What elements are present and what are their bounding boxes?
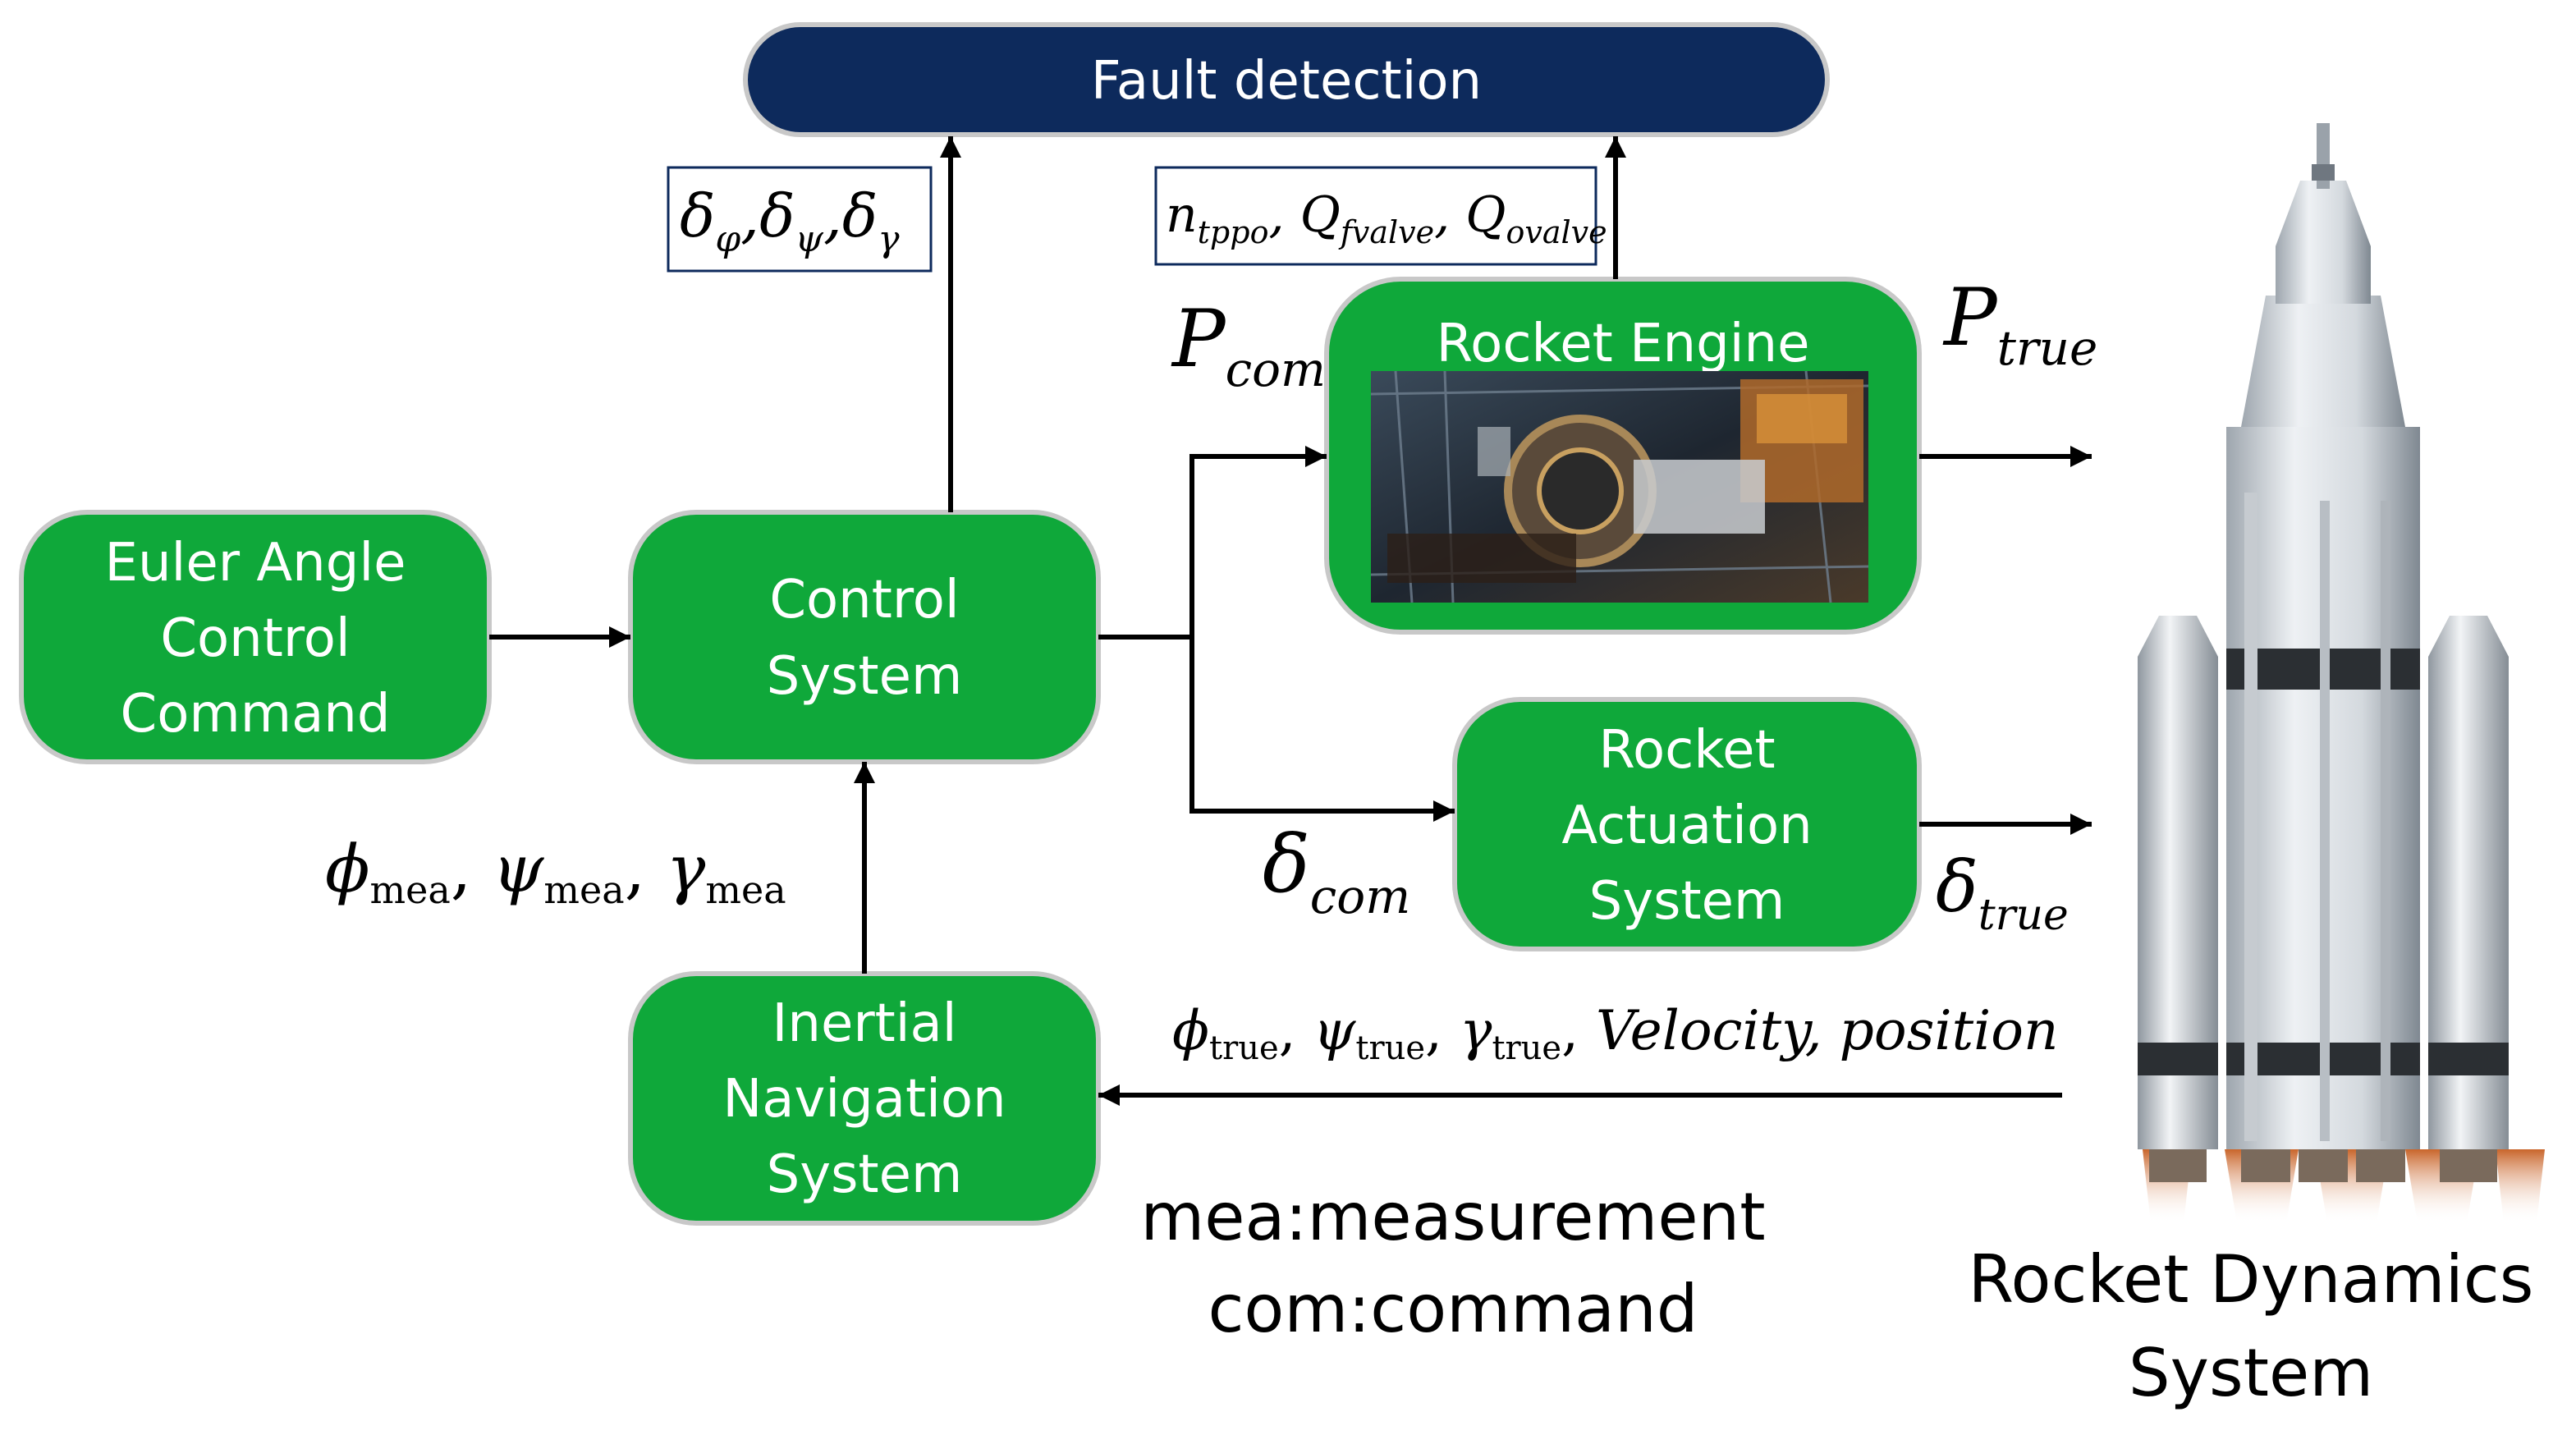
delta-phi-symbol: δ	[680, 181, 715, 250]
actuation-label-1: Rocket	[1598, 720, 1775, 781]
p-com-symbol: P	[1171, 293, 1226, 385]
n-symbol: n	[1166, 186, 1198, 244]
ins-label-1: Inertial	[772, 993, 957, 1054]
legend-mea: mea:measurement	[1140, 1179, 1765, 1255]
delta-gamma-symbol: δ	[842, 181, 878, 250]
inertial-navigation-block: Inertial Navigation System	[628, 971, 1101, 1226]
delta-com-label: δcom	[1263, 818, 1410, 924]
deflection-signals: δφ,δψ,δγ	[667, 166, 933, 273]
gamma-true-sub: true	[1492, 1029, 1561, 1067]
gamma-mea-sub: mea	[705, 868, 786, 912]
gamma-mea-symbol: γ	[667, 831, 706, 907]
qo-sub: ovalve	[1506, 214, 1607, 250]
measured-angles: ϕmea, ψmea, γmea	[325, 831, 786, 912]
delta-phi-sub: φ	[715, 218, 740, 260]
arrow-control-to-engine	[1098, 446, 1327, 640]
rocket-engine-photo	[1370, 370, 1869, 603]
control-system-block: Control System	[628, 510, 1101, 764]
phi-mea-symbol: ϕ	[325, 831, 370, 907]
phi-true-sub: true	[1209, 1029, 1279, 1067]
delta-true-label: δtrue	[1936, 846, 2069, 940]
velocity-position: Velocity, position	[1596, 999, 2058, 1062]
p-com-label: Pcom	[1171, 293, 1326, 397]
n-sub: tppo	[1198, 214, 1269, 250]
gamma-true-symbol: γ	[1460, 999, 1492, 1062]
svg-text:δφ,δψ,δγ: δφ,δψ,δγ	[680, 181, 900, 260]
delta-com-symbol: δ	[1263, 818, 1310, 910]
engine-signals: ntppo, Qfvalve, Qovalve	[1154, 166, 1607, 266]
arrow-control-to-actuation	[1189, 637, 1455, 822]
delta-psi-symbol: δ	[759, 181, 795, 250]
delta-psi-sub: ψ	[795, 218, 823, 260]
euler-label-2: Control	[160, 608, 350, 669]
p-true-symbol: P	[1942, 272, 1998, 364]
fault-detection-block: Fault detection	[743, 22, 1830, 137]
true-states: ϕtrue, ψtrue, γtrue, Velocity, position	[1172, 999, 2058, 1067]
rocket-actuation-block: Rocket Actuation System	[1452, 697, 1922, 951]
psi-true-sub: true	[1355, 1029, 1425, 1067]
control-label-2: System	[767, 646, 963, 707]
euler-label-1: Euler Angle	[105, 533, 406, 594]
control-label-1: Control	[769, 570, 959, 630]
phi-mea-sub: mea	[370, 868, 451, 912]
connectors	[489, 136, 2092, 1106]
delta-true-sub: true	[1978, 891, 2069, 940]
psi-mea-symbol: ψ	[493, 831, 545, 907]
phi-true-symbol: ϕ	[1172, 999, 1209, 1062]
qf-symbol: Q	[1300, 186, 1341, 244]
rocket-dynamics-label-1: Rocket Dynamics	[1969, 1241, 2534, 1318]
fault-detection-label: Fault detection	[1091, 51, 1482, 112]
p-true-sub: true	[1997, 320, 2098, 376]
rocket-dynamics-label-2: System	[2129, 1335, 2373, 1411]
qf-sub: fvalve	[1338, 214, 1434, 250]
qo-symbol: Q	[1465, 186, 1506, 244]
ins-label-3: System	[767, 1144, 963, 1205]
rocket-engine-label: Rocket Engine	[1437, 314, 1810, 374]
rocket-engine-block: Rocket Engine	[1324, 277, 1922, 635]
legend-com: com:command	[1208, 1271, 1698, 1347]
psi-mea-sub: mea	[543, 868, 624, 912]
ins-label-2: Navigation	[722, 1069, 1006, 1130]
euler-label-3: Command	[121, 684, 391, 745]
delta-true-symbol: δ	[1936, 846, 1978, 928]
svg-text:ntppo, Qfvalve, Qovalve: ntppo, Qfvalve, Qovalve	[1166, 186, 1607, 250]
rocket-illustration	[2138, 123, 2545, 1223]
psi-true-symbol: ψ	[1313, 999, 1357, 1062]
actuation-label-3: System	[1589, 871, 1785, 932]
p-com-sub: com	[1226, 342, 1326, 397]
euler-angle-block: Euler Angle Control Command	[19, 510, 492, 764]
p-true-label: Ptrue	[1942, 272, 2097, 376]
delta-com-sub: com	[1310, 869, 1410, 924]
actuation-label-2: Actuation	[1561, 795, 1812, 856]
delta-gamma-sub: γ	[878, 218, 900, 260]
